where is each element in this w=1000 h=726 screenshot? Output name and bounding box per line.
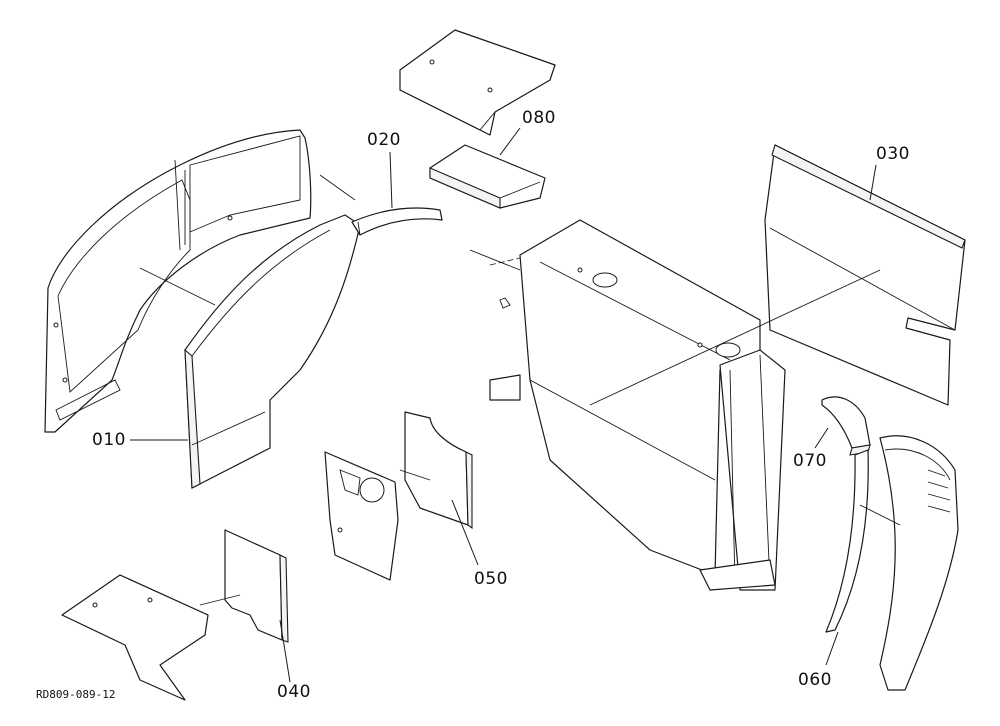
callout-030: 030 <box>876 144 910 164</box>
reference-code: RD809-089-12 <box>36 688 116 701</box>
callout-040: 040 <box>277 682 311 702</box>
part-060-strip <box>825 449 869 633</box>
callout-080: 080 <box>522 108 556 128</box>
part-070-curved-pad <box>821 396 871 456</box>
part-030-panel <box>764 144 966 406</box>
part-050-plate <box>324 451 399 581</box>
callout-060: 060 <box>798 670 832 690</box>
part-020-arch-strip <box>351 207 443 236</box>
part-050-pad <box>404 411 473 530</box>
assembly-lines <box>139 174 901 606</box>
part-080-cover-plate <box>399 29 556 136</box>
callout-050: 050 <box>474 569 508 589</box>
side-louver-cover <box>879 435 959 691</box>
part-010-hood-frame <box>44 129 312 433</box>
callout-070: 070 <box>793 451 827 471</box>
main-tank-frame <box>489 219 786 591</box>
callout-020: 020 <box>367 130 401 150</box>
part-010-pad <box>184 214 361 489</box>
callout-010: 010 <box>92 430 126 450</box>
part-080-pad <box>429 144 546 209</box>
callout-leaders <box>130 127 877 683</box>
part-040-pad <box>224 529 289 643</box>
part-040-plate <box>61 574 209 701</box>
